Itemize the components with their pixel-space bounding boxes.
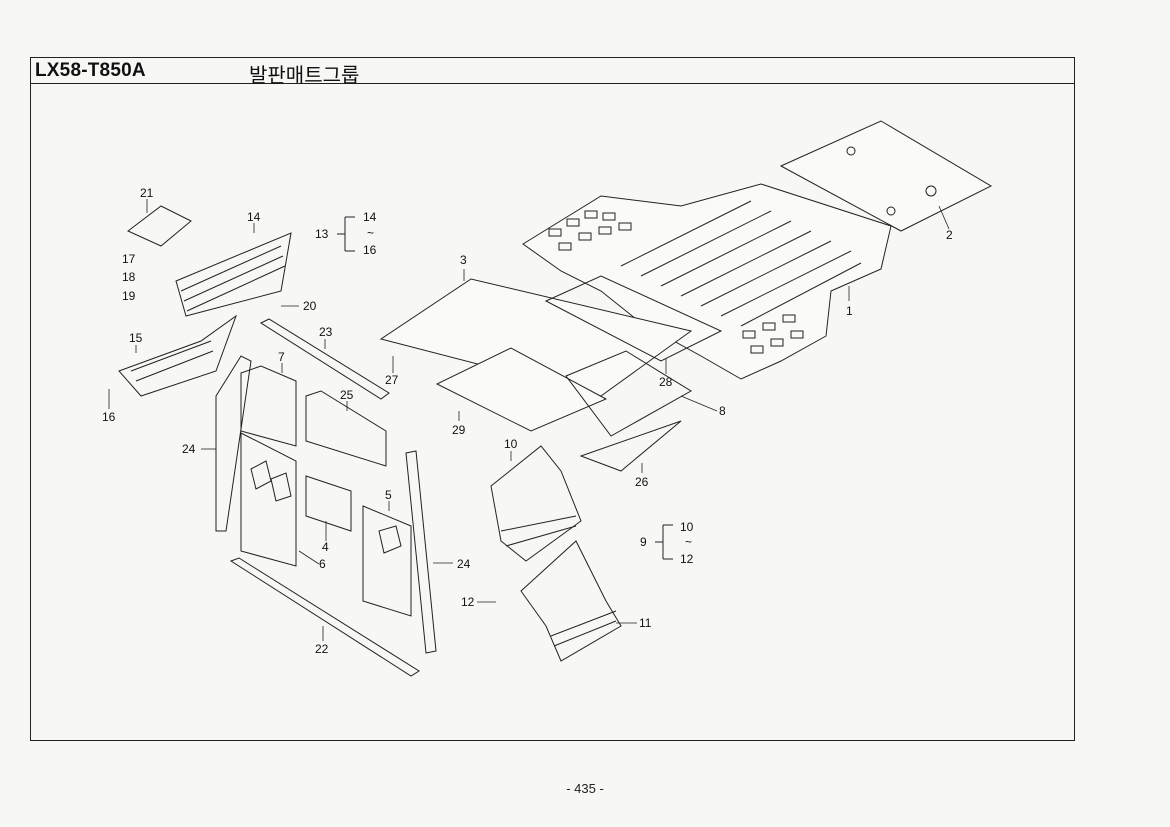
callout-7: 7 <box>278 350 285 364</box>
callout-1: 1 <box>846 304 853 318</box>
strip-24-right-part <box>405 450 437 654</box>
header-bar: LX58-T850A 발판매트그룹 <box>31 58 1074 87</box>
page-number: - 435 - <box>566 781 604 796</box>
ladder-11-part <box>520 540 622 662</box>
leader-lines <box>108 199 950 641</box>
floor-mat-part <box>522 183 892 380</box>
callout-16: 16 <box>102 410 116 424</box>
assembly-13-range: ~ <box>367 226 374 240</box>
callout-10: 10 <box>504 437 518 451</box>
bracket-21-part <box>127 205 192 247</box>
panel-7-part <box>240 365 297 447</box>
strip-23-part <box>259 318 390 400</box>
strip-24-left-part <box>215 355 252 532</box>
callout-24-right: 24 <box>457 557 471 571</box>
callout-17: 17 <box>122 252 136 266</box>
assembly-13-label: 13 <box>315 227 329 241</box>
callout-21: 21 <box>140 186 154 200</box>
mat-26-part <box>579 420 682 472</box>
assembly-13-to: 16 <box>363 243 377 257</box>
assembly-9-bracket <box>655 524 673 560</box>
callout-26: 26 <box>635 475 649 489</box>
mat-29-part <box>435 347 608 432</box>
mat-grip-holes <box>548 210 804 354</box>
assembly-9-from: 10 <box>680 520 694 534</box>
callout-18: 18 <box>122 270 136 284</box>
callout-14: 14 <box>247 210 261 224</box>
callout-27: 27 <box>385 373 399 387</box>
rear-mat-part <box>779 120 993 232</box>
exploded-parts-drawing: 1 2 3 4 5 6 7 8 10 11 12 14 15 16 17 18 … <box>102 120 993 677</box>
mat-28-part <box>544 275 723 362</box>
callout-5: 5 <box>385 488 392 502</box>
assembly-13-from: 14 <box>363 210 377 224</box>
callout-29: 29 <box>452 423 466 437</box>
panel-5-part <box>362 505 412 617</box>
callout-12: 12 <box>461 595 475 609</box>
group-title: 발판매트그룹 <box>249 63 360 87</box>
callout-3: 3 <box>460 253 467 267</box>
step-15-part <box>118 314 238 397</box>
callout-6: 6 <box>319 557 326 571</box>
assembly-13-bracket <box>337 216 355 252</box>
callout-labels: 1 2 3 4 5 6 7 8 10 11 12 14 15 16 17 18 … <box>102 186 953 656</box>
callout-28: 28 <box>659 375 673 389</box>
panel-4-part <box>305 475 352 532</box>
callout-24-left: 24 <box>182 442 196 456</box>
drawing-frame: LX58-T850A 발판매트그룹 <box>30 57 1075 741</box>
assembly-9-label: 9 <box>640 535 647 549</box>
callout-23: 23 <box>319 325 333 339</box>
callout-4: 4 <box>322 540 329 554</box>
callout-8: 8 <box>719 404 726 418</box>
panel-6-part <box>240 432 297 567</box>
ladder-10-part <box>490 445 582 562</box>
assembly-9-to: 12 <box>680 552 694 566</box>
assembly-9-range: ~ <box>685 535 692 549</box>
panel-25-part <box>305 390 387 467</box>
step-assembly-14-part <box>175 232 292 317</box>
callout-19: 19 <box>122 289 136 303</box>
model-code: LX58-T850A <box>35 60 146 81</box>
mat-8-part <box>565 350 692 437</box>
callout-25: 25 <box>340 388 354 402</box>
callout-11: 11 <box>639 616 652 630</box>
callout-22: 22 <box>315 642 329 656</box>
parts-linework <box>108 120 993 677</box>
strip-22-part <box>229 557 420 677</box>
callout-20: 20 <box>303 299 317 313</box>
callout-2: 2 <box>946 228 953 242</box>
callout-15: 15 <box>129 331 143 345</box>
